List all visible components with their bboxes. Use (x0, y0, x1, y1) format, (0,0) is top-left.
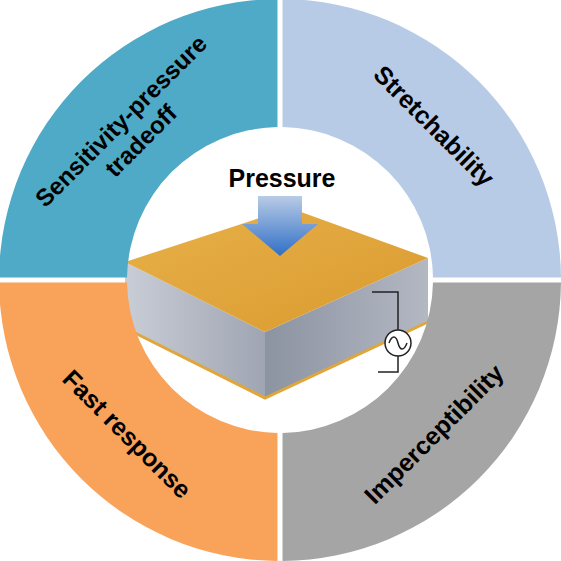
bottom-electrode (125, 322, 428, 398)
quadrant-sector: Stretchability (280, 0, 561, 281)
sector-shape (280, 280, 561, 561)
wire (372, 292, 398, 330)
ac-source-symbol (385, 330, 411, 356)
quadrant-sector: Imperceptibility (280, 280, 561, 561)
sector-fill (283, 283, 561, 561)
sector-fill (0, 0, 277, 277)
quadrant-sector: Sensitivity-pressure tradeoff (0, 0, 281, 281)
sector-fill (0, 283, 277, 561)
pressure-arrow (242, 196, 318, 256)
ac-wave (389, 337, 407, 349)
pressure-label: Pressure (228, 164, 335, 193)
sector-shape (280, 0, 561, 281)
quadrant-sector: Fast response (0, 280, 281, 561)
sector-shape (0, 280, 281, 561)
sector-fill (283, 0, 561, 277)
wire (378, 356, 398, 372)
